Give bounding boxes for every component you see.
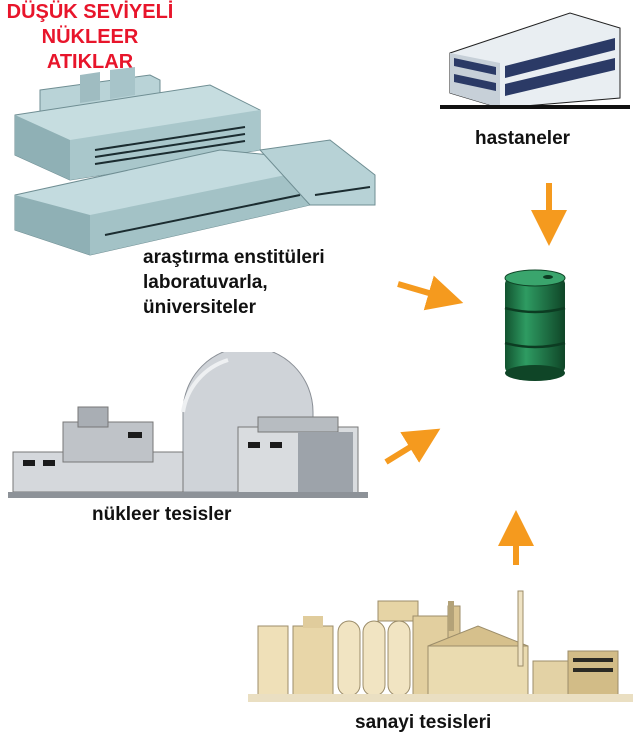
hospital-building-icon bbox=[440, 12, 630, 109]
nuclear-facility-label: nükleer tesisler bbox=[92, 504, 232, 525]
research-building-icon bbox=[14, 67, 376, 256]
waste-label: DÜŞÜK SEVİYELİ NÜKLEER ATIKLAR bbox=[0, 0, 180, 75]
waste-line-1: DÜŞÜK SEVİYELİ bbox=[6, 1, 174, 23]
industry-label: sanayi tesisleri bbox=[355, 712, 492, 733]
arrow-research bbox=[397, 275, 464, 311]
arrow-nuclear bbox=[384, 428, 441, 465]
waste-line-2: NÜKLEER bbox=[41, 26, 139, 48]
research-line-1: araştırma enstitüleri bbox=[143, 247, 325, 268]
research-line-3: üniversiteler bbox=[143, 297, 256, 318]
waste-barrel-icon bbox=[504, 269, 566, 381]
nuclear-plant-icon bbox=[8, 352, 368, 498]
research-line-2: laboratuvarla, bbox=[143, 272, 268, 293]
hospital-label: hastaneler bbox=[475, 128, 571, 149]
waste-line-3: ATIKLAR bbox=[46, 51, 134, 73]
research-label: araştırma enstitüleri laboratuvarla, üni… bbox=[143, 245, 403, 320]
factory-icon bbox=[248, 590, 633, 702]
